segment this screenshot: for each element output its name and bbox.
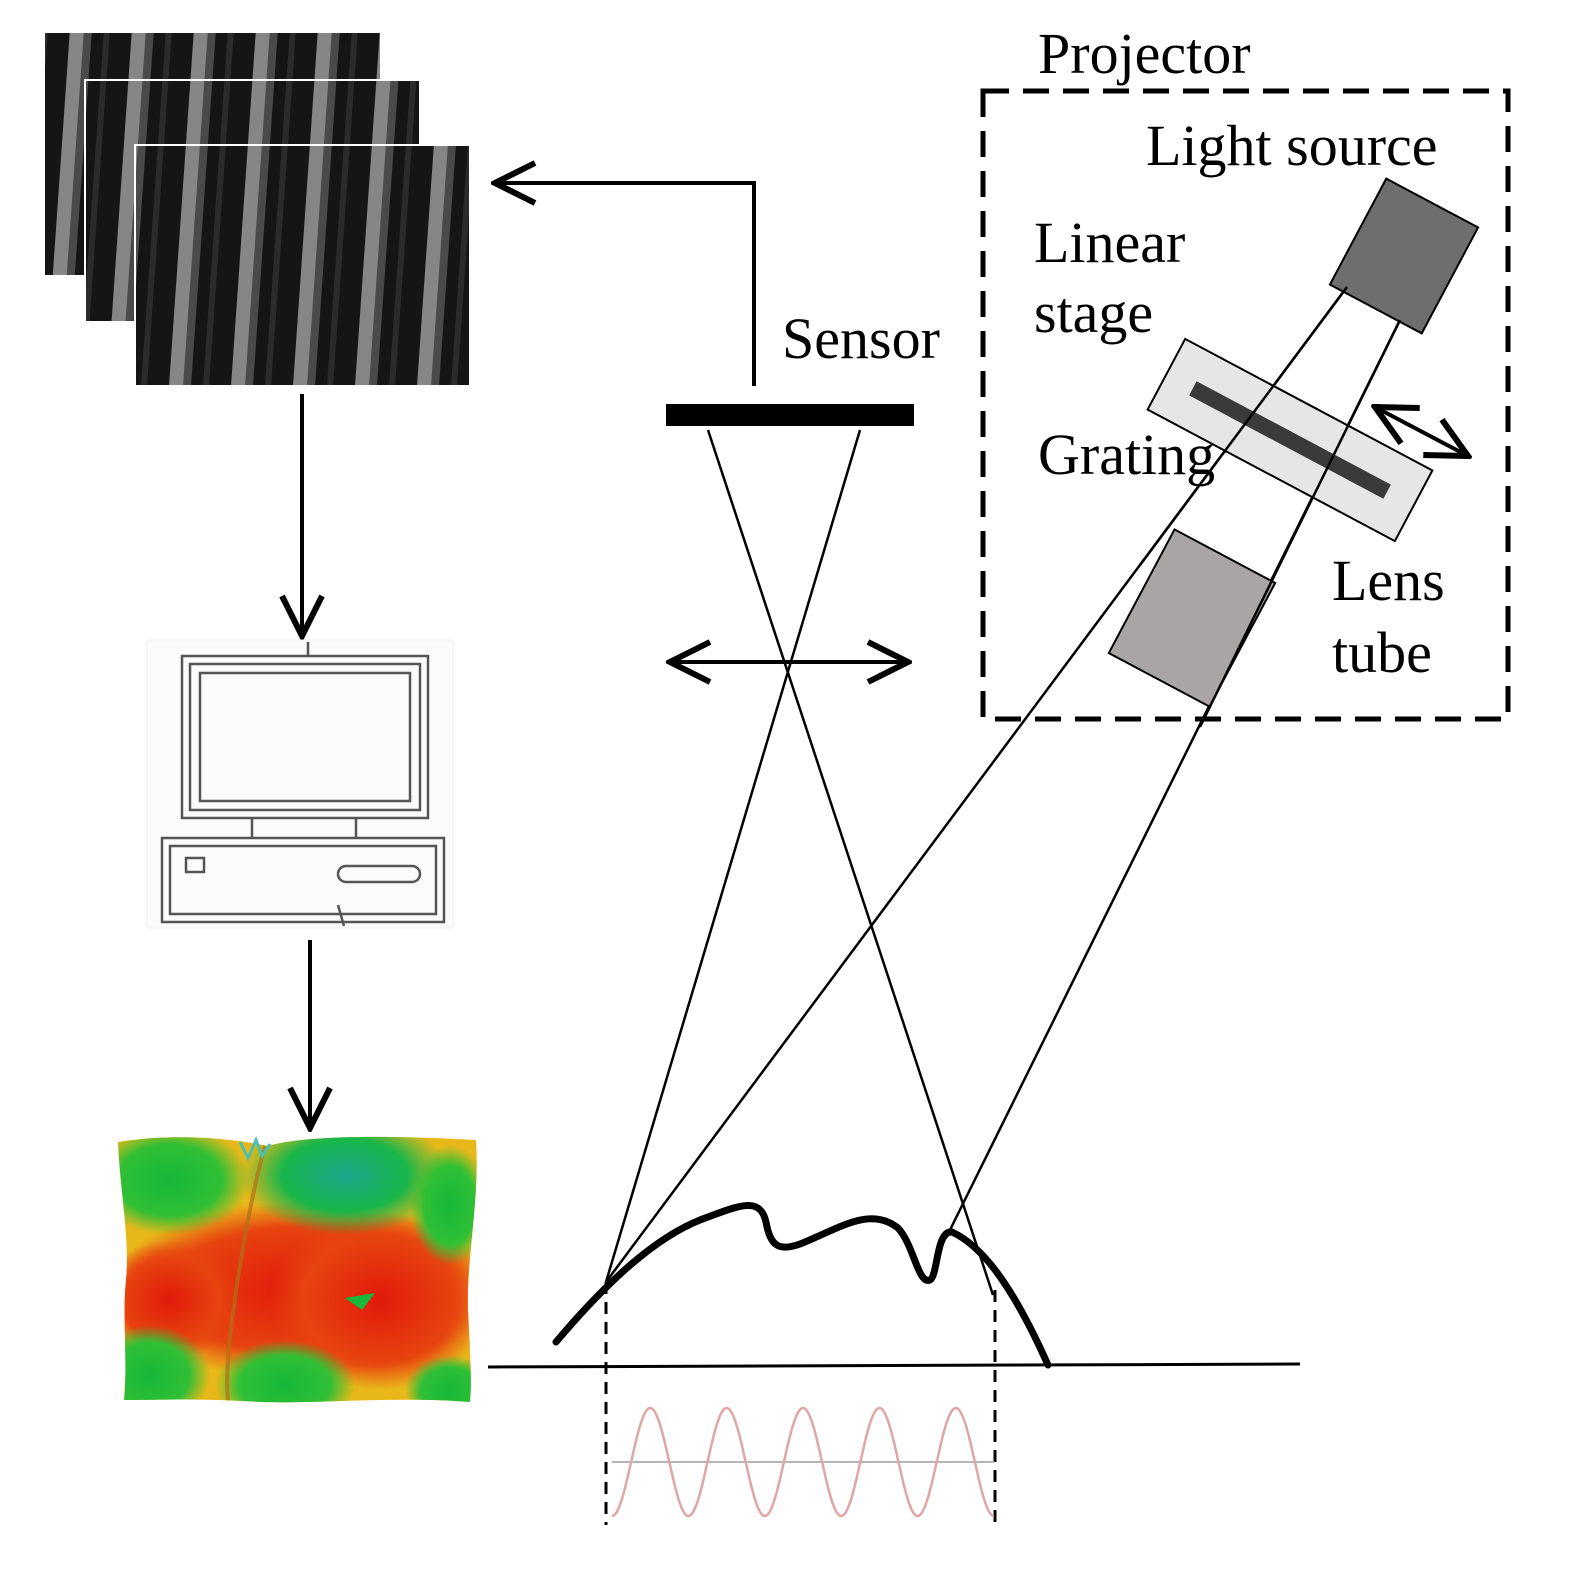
lens-tube-label-line1: Lens — [1332, 548, 1445, 613]
sensor-bar — [666, 404, 914, 426]
lens-tube-label-line2: tube — [1332, 620, 1432, 685]
reference-plane — [487, 1362, 1301, 1369]
linear-stage-label-line1: Linear — [1034, 210, 1185, 275]
stage-double-arrow — [1375, 407, 1468, 456]
computer-icon — [146, 639, 454, 929]
fringe-image-stack-icon — [45, 33, 471, 387]
projection-bounds — [604, 1282, 997, 1525]
sine-fringe-profile — [611, 1406, 995, 1518]
light-source-label: Light source — [1146, 113, 1438, 178]
light-source-block — [1328, 177, 1480, 335]
linear-stage-label-line2: stage — [1034, 280, 1153, 345]
sensor-to-images-arrow — [495, 183, 756, 386]
lens-tube-block — [1107, 528, 1277, 708]
grating-label: Grating — [1038, 422, 1215, 487]
projector-label: Projector — [1038, 21, 1251, 86]
3d-height-map-icon — [118, 1136, 477, 1403]
grating-bar — [1189, 381, 1391, 499]
object-surface — [552, 1202, 1052, 1369]
projector-box — [980, 88, 1511, 722]
sensor-label: Sensor — [782, 306, 940, 371]
camera-rays — [604, 429, 995, 1296]
linear-stage-block — [1146, 337, 1434, 543]
